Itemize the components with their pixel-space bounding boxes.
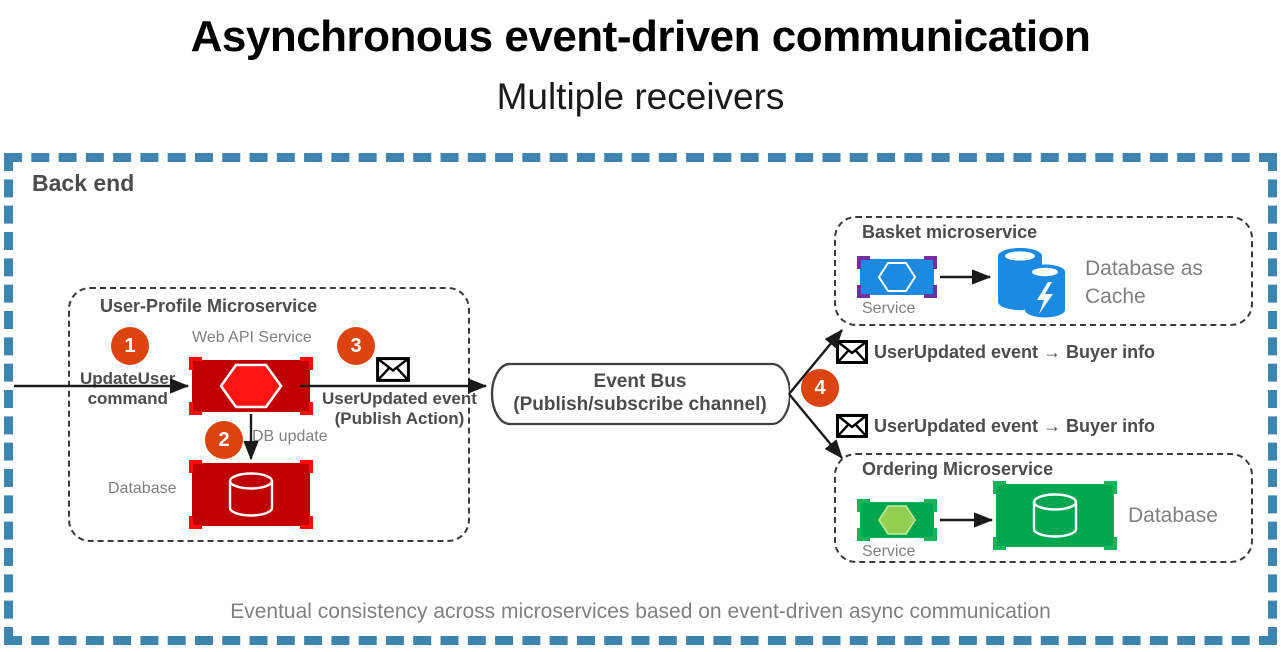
corner-bracket-bl: [993, 537, 1006, 550]
hexagon-icon: [877, 262, 917, 292]
corner-bracket-bl: [857, 528, 870, 541]
corner-bracket-bl: [189, 402, 202, 415]
corner-bracket-br: [1104, 537, 1117, 550]
event-bus-line-2: (Publish/subscribe channel): [513, 394, 767, 415]
database-cylinder-icon: [228, 472, 274, 517]
page-subtitle: Multiple receivers: [496, 76, 785, 117]
basket-service-tile-body: [860, 259, 934, 295]
envelope-icon: [836, 414, 868, 438]
event-bus-label: Event Bus (Publish/subscribe channel): [490, 362, 790, 426]
corner-bracket-br: [300, 516, 313, 529]
ordering-service-tile[interactable]: [857, 499, 937, 541]
database-as-cache-icon: [998, 248, 1065, 318]
corner-bracket-br: [300, 402, 313, 415]
web-api-service-tile[interactable]: [189, 357, 313, 415]
db-cache-line-1: Database as: [1085, 257, 1203, 280]
event-bus-line-1: Event Bus: [593, 371, 687, 393]
page-title: Asynchronous event-driven communication: [190, 12, 1091, 61]
corner-bracket-tr: [300, 357, 313, 370]
footer-note: Eventual consistency across microservice…: [230, 600, 1051, 623]
corner-bracket-bl: [857, 285, 870, 298]
envelope-icon: [836, 340, 868, 364]
update-user-command-label: UpdateUser command: [80, 369, 175, 409]
step-badge-4: 4: [801, 369, 839, 407]
db-cache-line-2: Cache: [1085, 285, 1146, 309]
user-database-tile[interactable]: [189, 460, 313, 529]
basket-service-tile[interactable]: [857, 256, 937, 298]
corner-bracket-tl: [857, 499, 870, 512]
basket-microservice-title: Basket microservice: [862, 222, 1038, 242]
ordering-service-label: Service: [862, 543, 916, 560]
back-end-container: [4, 153, 1277, 645]
ordering-microservice-group: [834, 453, 1253, 563]
ordering-database-label: Database: [1128, 504, 1218, 527]
step-badge-3: 3: [337, 327, 375, 365]
user-profile-microservice-group: [68, 287, 470, 542]
back-end-label: Back end: [32, 170, 135, 196]
ordering-microservice-title: Ordering Microservice: [862, 459, 1054, 479]
corner-bracket-br: [924, 528, 937, 541]
corner-bracket-tl: [993, 481, 1006, 494]
envelope-icon: [376, 357, 410, 382]
database-cylinder-icon: [1032, 493, 1078, 538]
corner-bracket-tr: [300, 460, 313, 473]
step-badge-1: 1: [111, 327, 149, 365]
basket-microservice-group: [834, 216, 1253, 326]
corner-bracket-tl: [189, 460, 202, 473]
corner-bracket-tr: [924, 499, 937, 512]
corner-bracket-tl: [189, 357, 202, 370]
publish-line-2: (Publish Action): [334, 409, 465, 429]
corner-bracket-bl: [189, 516, 202, 529]
event-bus-shape: [490, 362, 792, 426]
user-profile-microservice-title: User-Profile Microservice: [100, 296, 318, 316]
event-bus-cylinder[interactable]: Event Bus (Publish/subscribe channel): [490, 362, 792, 426]
command-line-1: UpdateUser: [80, 369, 176, 388]
command-line-2: command: [87, 389, 168, 409]
corner-bracket-tl: [857, 256, 870, 269]
corner-bracket-tr: [1104, 481, 1117, 494]
database-as-cache-label: Database as Cache: [1085, 255, 1203, 312]
subscription-label-ordering: UserUpdated event → Buyer info: [874, 416, 1156, 436]
hexagon-icon: [878, 505, 916, 535]
corner-bracket-tr: [924, 256, 937, 269]
hexagon-icon: [219, 363, 283, 409]
subscription-label-basket: UserUpdated event → Buyer info: [874, 342, 1156, 362]
web-api-service-label: Web API Service: [192, 329, 312, 346]
db-update-label: DB update: [252, 428, 328, 445]
step-badge-2: 2: [205, 421, 243, 459]
basket-service-label: Service: [862, 300, 916, 317]
publish-line-1: UserUpdated event: [322, 389, 477, 408]
user-database-label: Database: [108, 480, 177, 497]
corner-bracket-br: [924, 285, 937, 298]
user-updated-publish-label: UserUpdated event (Publish Action): [322, 389, 477, 429]
ordering-database-tile[interactable]: [993, 481, 1117, 550]
